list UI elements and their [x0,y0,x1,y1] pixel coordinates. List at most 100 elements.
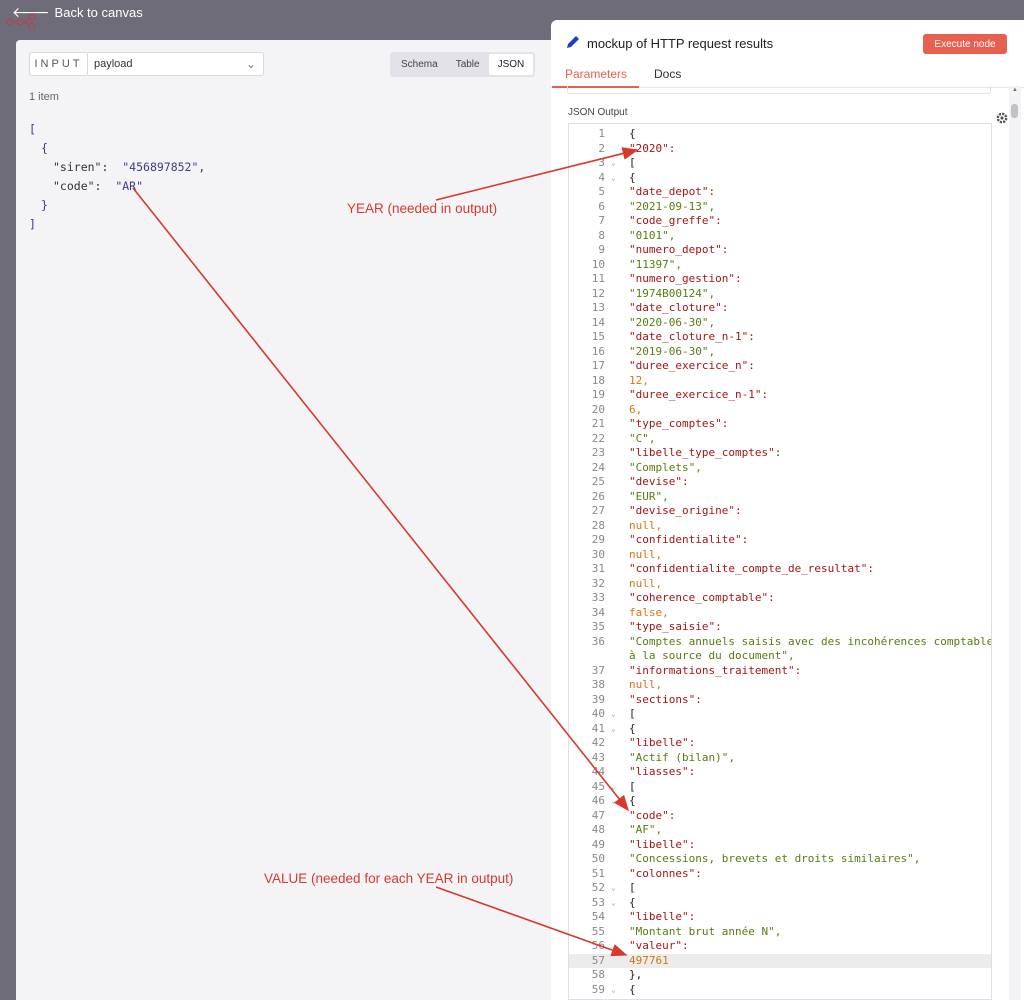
code-text: "duree_exercice_n": [629,359,755,372]
line-number: 38 [591,678,605,691]
line-number: 6 [598,199,605,213]
code-text: "2019-06-30", [629,344,716,358]
input-label: INPUT [30,53,88,75]
line-number: 41 [591,721,605,735]
code-text: "confidentialite_compte_de_resultat": [629,562,875,575]
code-text: [ [629,779,636,793]
code-text: "numero_gestion": [629,272,742,285]
fold-spacer [605,417,629,432]
line-number: 55 [591,924,605,938]
n8n-logo-icon [6,13,36,29]
code-text: 497761 [629,953,669,967]
fold-chevron-icon[interactable]: ⌄ [611,709,616,718]
code-text: "date_depot": [629,185,716,198]
code-line: 50"Concessions, brevets et droits simila… [569,852,991,867]
code-line: 8"0101", [569,229,991,244]
code-text: "coherence_comptable": [629,591,775,604]
fold-spacer [605,765,629,780]
code-line: 25"devise": [569,475,991,490]
fold-chevron-icon[interactable]: ⌄ [611,723,616,733]
tab-parameters[interactable]: Parameters [565,67,628,81]
code-text: { [629,170,636,184]
fold-spacer [605,258,629,273]
fold-spacer [605,388,629,403]
fold-chevron-icon[interactable]: ⌄ [611,158,616,167]
code-text: "sections": [629,692,702,706]
tab-json[interactable]: JSON [488,54,534,75]
input-selector[interactable]: INPUT payload ⌄ [29,52,264,76]
fold-spacer [605,664,629,679]
active-tab-underline [552,86,639,88]
fold-spacer [605,142,629,157]
pencil-icon[interactable] [565,34,581,50]
code-text: { [629,794,636,807]
fold-spacer [605,736,629,751]
line-number: 40 [591,707,605,720]
input-source-select[interactable]: payload ⌄ [88,53,263,75]
fold-chevron-icon[interactable]: ⌄ [611,781,616,791]
fold-spacer [605,185,629,200]
code-text: "informations_traitement": [629,663,802,677]
code-line: 15"date_cloture_n-1": [569,330,991,345]
line-number: 17 [591,359,605,372]
code-line: 9"numero_depot": [569,243,991,258]
line-number: 13 [591,301,605,314]
fold-chevron-icon[interactable]: ⌄ [611,897,616,907]
fold-chevron-icon[interactable]: ⌄ [611,984,616,994]
code-line: 41⌄{ [569,722,991,737]
code-line: 22"C", [569,432,991,447]
fold-spacer [605,229,629,244]
code-text: [ [629,707,636,720]
code-text: "libelle": [629,837,696,851]
line-number: 34 [591,605,605,619]
code-line: 5 "date_depot": [569,185,991,200]
code-text: "libelle": [629,736,696,749]
fold-spacer [605,403,629,418]
code-text: "code_greffe": [629,214,722,227]
code-text: "type_comptes": [629,417,729,430]
code-text: "2020-06-30", [629,315,716,329]
tab-docs[interactable]: Docs [654,67,682,81]
code-text: null, [629,547,663,561]
node-title[interactable]: mockup of HTTP request results [587,36,774,51]
line-number: 11 [591,272,605,285]
tab-table[interactable]: Table [455,59,480,70]
fold-chevron-icon[interactable]: ⌄ [611,172,616,182]
code-text: "1974B00124", [629,286,716,300]
json-key: "siren" [53,160,102,174]
node-header: mockup of HTTP request results Execute n… [551,20,1024,68]
line-number: 15 [591,330,605,343]
back-to-canvas-link[interactable]: 🡐 Back to canvas [12,4,143,21]
execute-node-button[interactable]: Execute node [923,34,1007,54]
tab-schema[interactable]: Schema [401,59,438,70]
line-number: 35 [591,620,605,633]
scrollbar-thumb[interactable] [1011,104,1018,118]
code-text: "Concessions, brevets et droits similair… [629,852,921,865]
code-line: 27"devise_origine": [569,504,991,519]
code-line: 11 "numero_gestion": [569,272,991,287]
json-output-label: JSON Output [568,107,628,118]
json-row-siren: "siren": "456897852", [53,160,206,174]
code-line: 33"coherence_comptable": [569,591,991,606]
json-bracket: [ [29,122,36,136]
json-bracket: { [41,141,48,155]
gear-icon[interactable] [995,111,1009,125]
code-text: "code": [629,808,676,822]
fold-chevron-icon[interactable]: ⌄ [611,796,616,805]
json-output-editor[interactable]: 1{2"2020":3⌄[4⌄{5"date_depot":6"2021-09-… [568,123,992,1000]
fold-chevron-icon[interactable]: ⌄ [611,883,616,892]
line-number: 37 [591,663,605,677]
code-line: 13"date_cloture": [569,301,991,316]
line-number: 16 [591,344,605,358]
scrollbar[interactable]: ▲ [1009,86,1021,1000]
code-line: 7"code_greffe": [569,214,991,229]
line-number: 5 [598,185,605,198]
line-number: 32 [591,576,605,590]
scroll-up-icon[interactable]: ▲ [1012,87,1018,93]
code-line: 55"Montant brut année N", [569,925,991,940]
line-number: 28 [591,518,605,532]
line-number: 48 [591,823,605,836]
code-text: [ [629,881,636,894]
fold-spacer [605,562,629,577]
